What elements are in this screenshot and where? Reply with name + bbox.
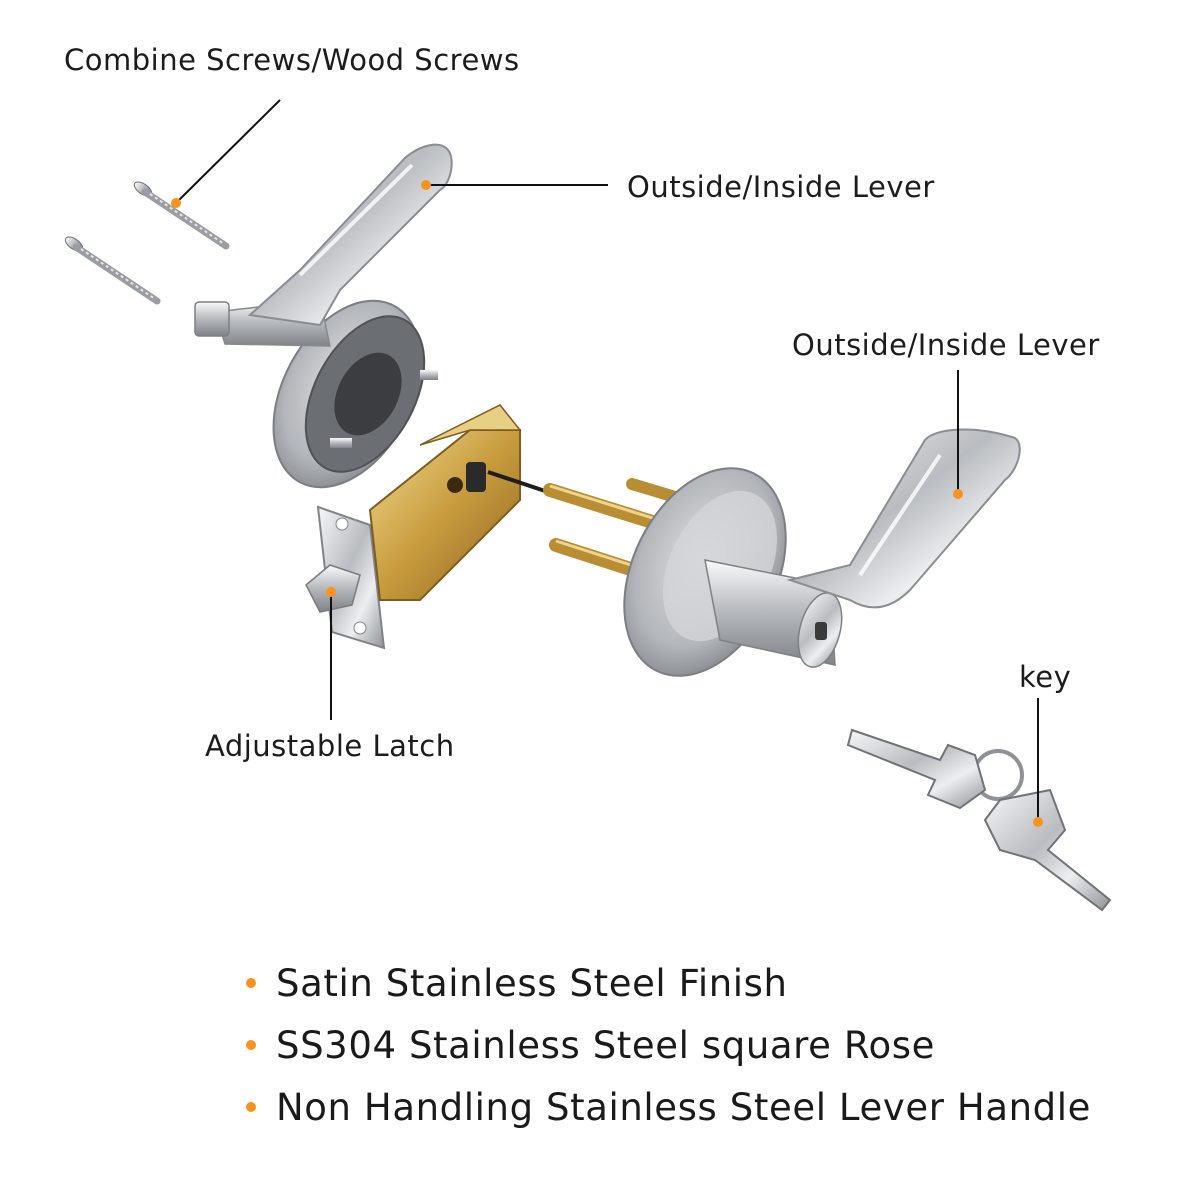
latch-label: Adjustable Latch: [205, 729, 455, 763]
key-icon: [846, 728, 1112, 912]
bullet-dot: [246, 978, 256, 988]
bullet-dot: [246, 1040, 256, 1050]
callout-markers: [171, 180, 1043, 827]
feature-item: Satin Stainless Steel Finish: [246, 952, 1091, 1014]
feature-list: Satin Stainless Steel Finish SS304 Stain…: [246, 952, 1091, 1138]
feature-item: SS304 Stainless Steel square Rose: [246, 1014, 1091, 1076]
key-label: key: [1019, 660, 1072, 694]
lever-right-label: Outside/Inside Lever: [792, 328, 1100, 362]
screw-icon: [64, 236, 161, 305]
callout-dot: [1033, 817, 1043, 827]
callout-dot: [171, 198, 181, 208]
lever-top-label: Outside/Inside Lever: [627, 170, 935, 204]
feature-text: Satin Stainless Steel Finish: [276, 961, 788, 1005]
bullet-dot: [246, 1102, 256, 1112]
leader-lines: [175, 99, 1039, 822]
screw-icon: [133, 181, 230, 250]
feature-text: Non Handling Stainless Steel Lever Handl…: [276, 1085, 1091, 1129]
keyed-lever-handle-icon: [623, 428, 1021, 677]
feature-item: Non Handling Stainless Steel Lever Handl…: [246, 1076, 1091, 1138]
feature-text: SS304 Stainless Steel square Rose: [276, 1023, 936, 1067]
screws-label: Combine Screws/Wood Screws: [64, 43, 520, 77]
callout-dot: [421, 180, 431, 190]
callout-dot: [326, 587, 336, 597]
callout-dot: [953, 489, 963, 499]
spindle-icon: [543, 478, 691, 579]
latch-icon: [305, 404, 549, 650]
lever-handle-icon: [194, 143, 453, 489]
